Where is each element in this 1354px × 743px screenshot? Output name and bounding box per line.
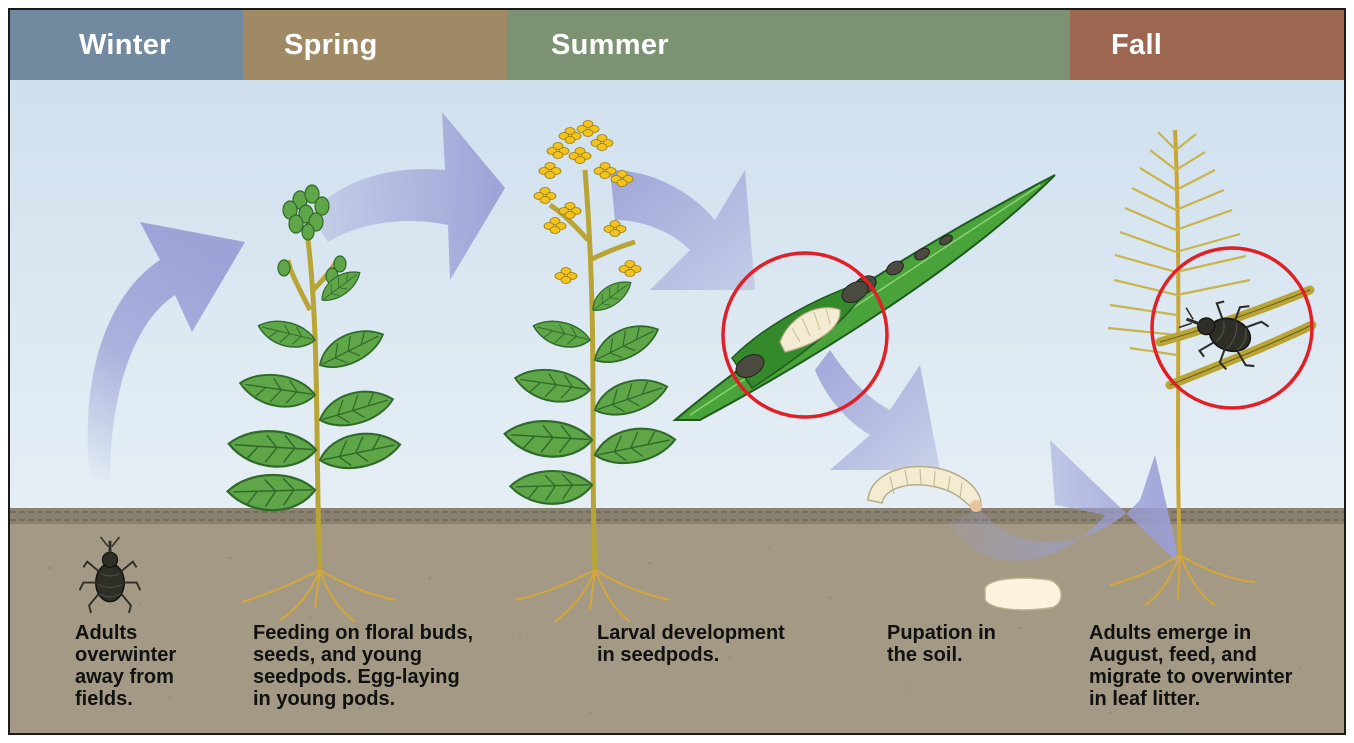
weevil-icon [80, 537, 141, 613]
dry-plant-icon [1108, 130, 1312, 605]
season-header: Winter Spring Summer Fall [10, 10, 1344, 80]
caption-adults-emerge: Adults emerge in August, feed, and migra… [1089, 622, 1292, 710]
caption-larval-development: Larval development in seedpods. [597, 622, 785, 666]
season-fall: Fall [1070, 10, 1344, 80]
larva-icon [868, 467, 982, 512]
season-summer: Summer [507, 10, 1070, 80]
curved-arrow-icon [310, 112, 505, 280]
canola-plant-icon [226, 185, 402, 622]
curved-arrow-icon [88, 222, 245, 480]
caption-feeding: Feeding on floral buds, seeds, and young… [253, 622, 473, 710]
pupa-icon [985, 578, 1061, 610]
curved-arrow-icon [950, 440, 1180, 565]
season-winter: Winter [10, 10, 243, 80]
caption-adults-overwinter: Adults overwinter away from fields. [75, 622, 176, 710]
caption-pupation: Pupation in the soil. [887, 622, 996, 666]
season-spring: Spring [243, 10, 507, 80]
lifecycle-diagram: Winter Spring Summer Fall [8, 8, 1346, 735]
